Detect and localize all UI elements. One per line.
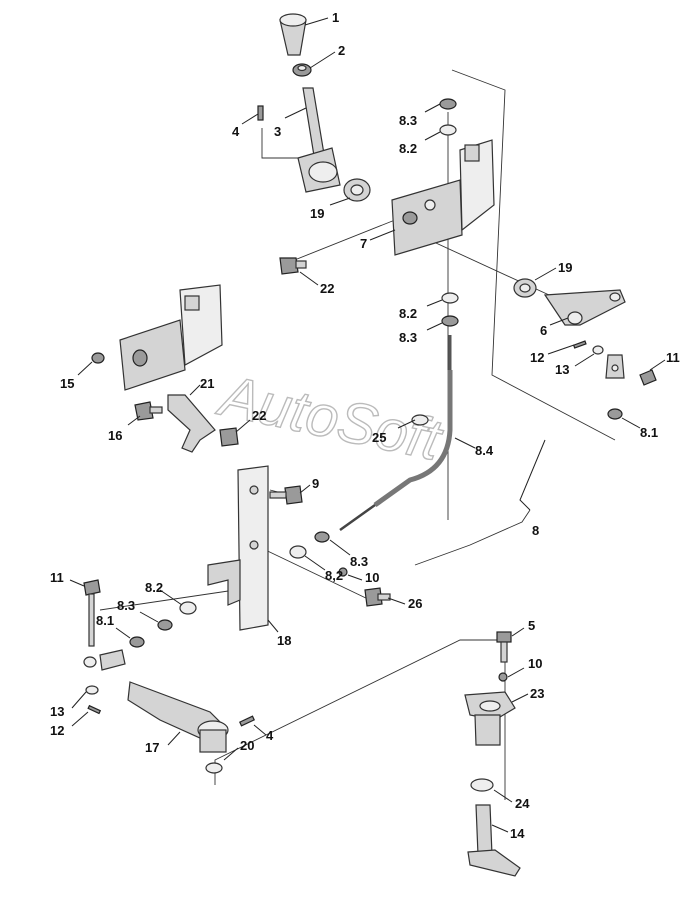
nut-8-1-right <box>607 408 623 420</box>
mounting-plate <box>207 465 269 631</box>
gear-knob <box>279 13 307 56</box>
label-part-5: 5 <box>528 618 535 633</box>
part-number-labels: 1 2 3 4 8.3 8.2 19 7 22 19 8.2 8.3 6 12 … <box>50 10 680 841</box>
label-part-19-left: 19 <box>310 206 324 221</box>
bushing <box>343 178 371 202</box>
mounting-bracket-upper <box>391 139 495 256</box>
label-part-22-left: 22 <box>252 408 266 423</box>
bearing-housing <box>464 691 516 746</box>
cotter-pin-left <box>87 704 102 715</box>
label-part-15: 15 <box>60 376 74 391</box>
label-part-17: 17 <box>145 740 159 755</box>
bolt-26 <box>364 587 391 607</box>
label-part-18: 18 <box>277 633 291 648</box>
bolt-16 <box>134 401 163 421</box>
label-part-8-4: 8.4 <box>475 443 494 458</box>
shift-lever <box>297 87 341 193</box>
label-part-8-2-left: 8.2 <box>145 580 163 595</box>
label-part-10-right: 10 <box>528 656 542 671</box>
cotter-pin-right <box>572 340 587 349</box>
support-bracket-21 <box>167 394 216 453</box>
label-part-21: 21 <box>200 376 214 391</box>
label-part-12-left: 12 <box>50 723 64 738</box>
label-part-4-lower: 4 <box>266 728 274 743</box>
label-part-10-middle: 10 <box>365 570 379 585</box>
washer-8-2-lower <box>289 545 307 559</box>
label-part-23: 23 <box>530 686 544 701</box>
clevis-left <box>83 649 126 671</box>
bolt-22-left <box>219 427 239 447</box>
lock-nut <box>292 63 312 77</box>
shift-cable <box>339 335 453 532</box>
label-part-8-2-lower: 8,2 <box>325 568 343 583</box>
washer-13-left <box>85 685 99 695</box>
label-part-26: 26 <box>408 596 422 611</box>
label-part-1: 1 <box>332 10 339 25</box>
label-part-8-2-top: 8.2 <box>399 141 417 156</box>
washer-8-2-upper <box>439 124 457 136</box>
washer-25 <box>411 414 429 426</box>
bushing-right <box>513 278 537 298</box>
label-part-13-right: 13 <box>555 362 569 377</box>
bolt-9 <box>269 485 303 505</box>
nut-8-3-upper <box>439 98 457 110</box>
label-part-16: 16 <box>108 428 122 443</box>
label-part-22-top: 22 <box>320 281 334 296</box>
label-part-8-1-left: 8.1 <box>96 613 114 628</box>
label-part-19-right: 19 <box>558 260 572 275</box>
label-part-13-left: 13 <box>50 704 64 719</box>
clevis-right <box>605 354 625 379</box>
label-part-24: 24 <box>515 796 530 811</box>
label-part-2: 2 <box>338 43 345 58</box>
pin <box>257 105 264 121</box>
label-part-8-3-left: 8.3 <box>117 598 135 613</box>
nut-8-3-left <box>157 619 173 631</box>
washer-13-right <box>592 345 604 355</box>
label-part-20: 20 <box>240 738 254 753</box>
clevis-pin-shaft <box>88 593 95 647</box>
label-part-7: 7 <box>360 236 367 251</box>
label-part-8-1-right: 8.1 <box>640 425 658 440</box>
clevis-pin-right <box>639 369 657 386</box>
pin-4-lower <box>239 715 255 727</box>
selector-shaft <box>467 804 521 877</box>
nut-8-3-middle <box>441 315 459 327</box>
label-part-4: 4 <box>232 124 240 139</box>
clevis-pin-left <box>83 579 101 596</box>
label-part-8-2-middle: 8.2 <box>399 306 417 321</box>
nut-8-3-lower <box>314 531 330 543</box>
circlip-20 <box>205 762 223 774</box>
washer-8-2-middle <box>441 292 459 304</box>
label-part-8: 8 <box>532 523 539 538</box>
mounting-bracket-left <box>119 284 223 391</box>
label-part-12-right: 12 <box>530 350 544 365</box>
label-part-14: 14 <box>510 826 525 841</box>
washer-8-2-left <box>179 601 197 615</box>
label-part-9: 9 <box>312 476 319 491</box>
washer-10-right <box>498 672 508 682</box>
washer-10-middle <box>338 567 348 577</box>
label-part-3: 3 <box>274 124 281 139</box>
nut-8-1-left <box>129 636 145 648</box>
label-part-25: 25 <box>372 430 386 445</box>
label-part-8-3-top: 8.3 <box>399 113 417 128</box>
bolt-5 <box>496 631 512 663</box>
shift-arm-lower <box>127 681 229 753</box>
label-part-8-3-middle: 8.3 <box>399 330 417 345</box>
label-part-11-left: 11 <box>50 570 64 585</box>
washer-24 <box>470 778 494 792</box>
nut-15 <box>91 352 105 364</box>
shift-arm-upper <box>543 289 626 326</box>
label-part-11-right: 11 <box>666 350 680 365</box>
label-part-8-3-lower: 8.3 <box>350 554 368 569</box>
label-part-6: 6 <box>540 323 547 338</box>
bolt-upper <box>279 257 307 275</box>
